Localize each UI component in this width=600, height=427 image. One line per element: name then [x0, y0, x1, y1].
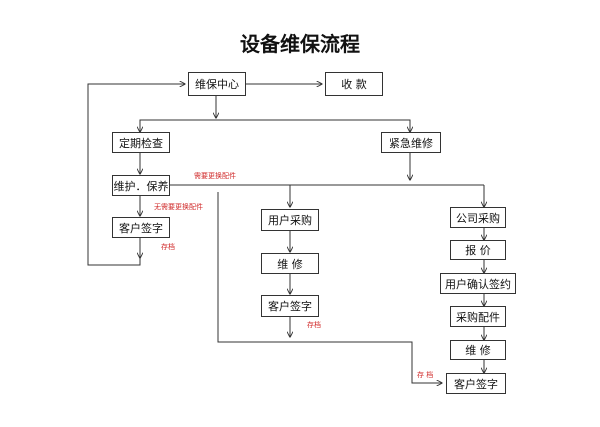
- node-periodic-check[interactable]: 定期检查: [112, 132, 170, 153]
- node-center[interactable]: 维保中心: [188, 72, 246, 96]
- node-emergency-repair[interactable]: 紧急维修: [381, 132, 441, 153]
- node-payment[interactable]: 收 款: [325, 72, 383, 96]
- note-archive-3: 存 档: [417, 371, 434, 379]
- return-loop-line: [87, 84, 185, 266]
- return-to-sign3-line: [217, 192, 442, 383]
- node-quote[interactable]: 报 价: [450, 240, 506, 260]
- node-company-purchase[interactable]: 公司采购: [450, 207, 506, 228]
- node-repair2[interactable]: 维 修: [261, 253, 319, 274]
- note-no-parts: 无需要更换配件: [154, 203, 203, 211]
- node-user-purchase[interactable]: 用户采购: [261, 209, 319, 231]
- note-archive-2: 存档: [307, 321, 321, 329]
- node-repair3[interactable]: 维 修: [450, 340, 506, 360]
- node-buy-parts[interactable]: 采购配件: [450, 306, 506, 327]
- page-title: 设备维保流程: [240, 32, 360, 56]
- node-maintain[interactable]: 维护．保养: [112, 175, 170, 196]
- note-need-parts: 需要更换配件: [194, 172, 236, 180]
- node-sign2[interactable]: 客户签字: [261, 295, 319, 317]
- node-confirm-sign[interactable]: 用户确认签约: [440, 273, 516, 294]
- node-sign3[interactable]: 客户签字: [446, 373, 506, 394]
- note-archive-1: 存档: [161, 243, 175, 251]
- split-bar: [139, 119, 411, 131]
- node-sign1[interactable]: 客户签字: [112, 217, 170, 238]
